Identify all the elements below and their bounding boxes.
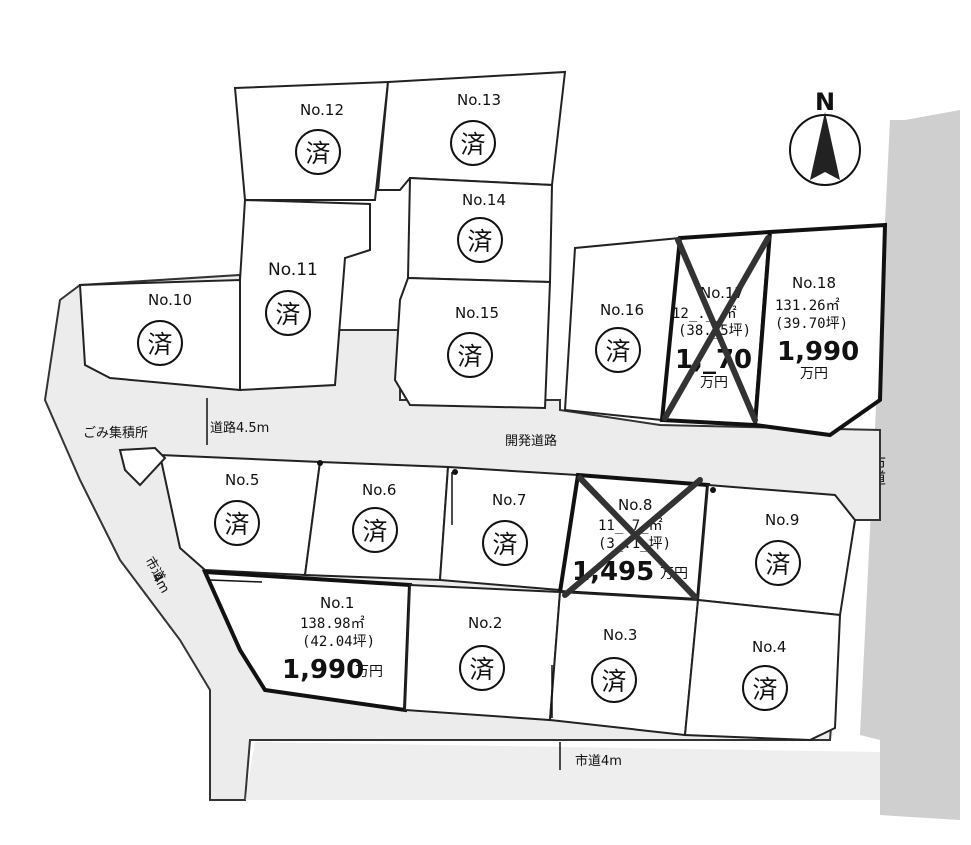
- lot-4-sold-mark: 済: [752, 675, 777, 704]
- lot-15-sold-badge: 済: [447, 332, 493, 378]
- road-width-label: 道路4.5m: [210, 420, 269, 436]
- lot-3-sold-badge: 済: [591, 657, 637, 703]
- lot-15-label: No.15: [455, 304, 499, 322]
- lot-12-sold-mark: 済: [305, 139, 330, 168]
- lot-2-label: No.2: [468, 614, 502, 632]
- lot-13-sold-mark: 済: [460, 130, 485, 159]
- lot-10-label: No.10: [148, 291, 192, 309]
- lot-12-sold-badge: 済: [295, 129, 341, 175]
- lot-12-label: No.12: [300, 101, 344, 119]
- lot-8-cross-mark: [577, 475, 698, 600]
- lot-1-price: 1,990: [282, 655, 364, 685]
- lot-16-label: No.16: [600, 301, 644, 319]
- development-road-label: 開発道路: [505, 433, 557, 449]
- lot-7-sold-mark: 済: [492, 530, 517, 559]
- lot-14-label: No.14: [462, 191, 506, 209]
- lot-9-sold-mark: 済: [765, 550, 790, 579]
- lot-4-sold-badge: 済: [742, 665, 788, 711]
- boundary-marker: [317, 460, 323, 466]
- lot-18-label: No.18: [792, 274, 836, 292]
- lot-11-label: No.11: [268, 260, 318, 280]
- lot-11-sold-badge: 済: [265, 290, 311, 336]
- garbage-collection-point: [118, 446, 167, 487]
- lot-10-sold-mark: 済: [147, 330, 172, 359]
- lot-17-price-unit: 万円: [700, 375, 728, 391]
- lot-15-sold-mark: 済: [457, 342, 482, 371]
- lot-14-sold-mark: 済: [467, 227, 492, 256]
- lot-18-tsubo: (39.70坪): [775, 316, 848, 332]
- lot-7-label: No.7: [492, 491, 526, 509]
- lot-6-sold-mark: 済: [362, 517, 387, 546]
- lot-9-label: No.9: [765, 511, 799, 529]
- boundary-marker: [710, 487, 716, 493]
- lot-5-sold-badge: 済: [214, 500, 260, 546]
- boundary-marker: [452, 469, 458, 475]
- lot-18-area: 131.26㎡: [775, 298, 840, 314]
- city-road-south-label: 市道4m: [575, 753, 622, 769]
- lot-8-label: No.8: [618, 496, 652, 514]
- lot-11-sold-mark: 済: [275, 300, 300, 329]
- north-arrow-icon: N: [789, 88, 861, 186]
- lot-3-sold-mark: 済: [601, 667, 626, 696]
- lot-1: [201, 569, 413, 713]
- lot-9-sold-badge: 済: [755, 540, 801, 586]
- lot-5-label: No.5: [225, 471, 259, 489]
- lot-2-sold-mark: 済: [469, 655, 494, 684]
- lot-18-price: 1,990: [777, 337, 859, 367]
- lot-17-cross-mark-2: [662, 235, 771, 421]
- lot-13-sold-badge: 済: [450, 120, 496, 166]
- lot-16-sold-badge: 済: [595, 327, 641, 373]
- lot-18-price-unit: 万円: [800, 366, 828, 382]
- lot-16-sold-mark: 済: [605, 337, 630, 366]
- lot-4-label: No.4: [752, 638, 786, 656]
- lot-14-sold-badge: 済: [457, 217, 503, 263]
- lot-6-label: No.6: [362, 481, 396, 499]
- lot-18: [752, 222, 888, 438]
- lot-8-price: 1,495: [572, 557, 654, 587]
- lot-1-tsubo: (42.04坪): [302, 634, 375, 650]
- lot-1-label: No.1: [320, 594, 354, 612]
- lot-1-frontage-arrow: [209, 579, 263, 583]
- lot-13-label: No.13: [457, 91, 501, 109]
- lot-5-sold-mark: 済: [224, 510, 249, 539]
- lot-2-sold-badge: 済: [459, 645, 505, 691]
- lot-1-price-unit: 万円: [355, 664, 383, 680]
- lot-8-cross-mark-2: [562, 477, 703, 598]
- lot-3-label: No.3: [603, 626, 637, 644]
- garbage-point-label: ごみ集積所: [83, 425, 148, 441]
- north-label: N: [815, 88, 835, 116]
- lot-7-sold-badge: 済: [482, 520, 528, 566]
- lot-6-sold-badge: 済: [352, 507, 398, 553]
- lot-10-sold-badge: 済: [137, 320, 183, 366]
- city-road-south: [245, 742, 880, 800]
- lot-17-price: 1,_70: [675, 345, 752, 375]
- lot-1-area: 138.98㎡: [300, 616, 365, 632]
